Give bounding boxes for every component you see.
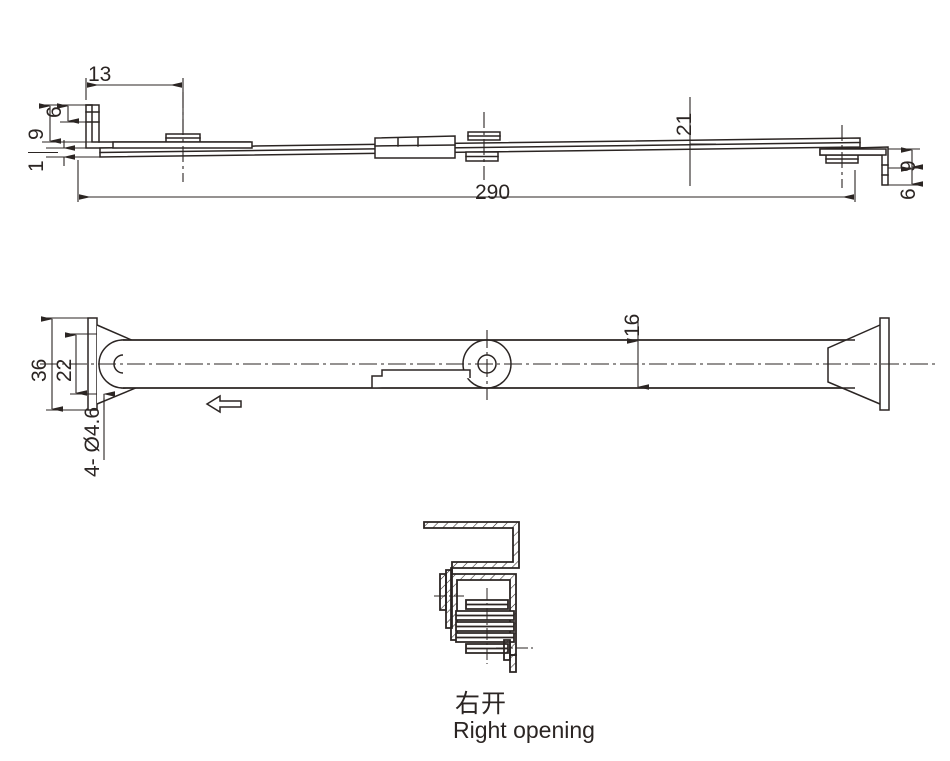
elevation-view-geometry [85,104,889,186]
dim-22-label: 22 [53,358,76,382]
plan-centerlines [40,330,935,400]
caption-chinese: 右开 [455,690,508,718]
dim-290-label: 290 [475,181,511,204]
dim-36-label: 36 [28,358,51,382]
caption-english: Right opening [453,717,595,743]
dim-13-label: 13 [88,63,112,86]
section-centerlines [434,588,534,664]
plan-dimension-lines [41,316,649,460]
dim-hole-4x46-label: 4- Ø4.6 [81,406,104,477]
direction-arrow-icon [205,394,242,414]
section-view-geometry [423,521,520,673]
dim-21-label: 21 [673,112,696,136]
dim-9-right-label: 9 [897,160,920,172]
plan-arm-edges [123,339,855,389]
dim-9-left-label: 9 [25,128,48,140]
dim-6-right-label: 6 [897,188,920,200]
elevation-dimension-lines [28,78,923,202]
dim-6-left-label: 6 [43,106,66,118]
dim-1-label: 1 [25,160,48,172]
dim-16-label: 16 [621,313,644,337]
